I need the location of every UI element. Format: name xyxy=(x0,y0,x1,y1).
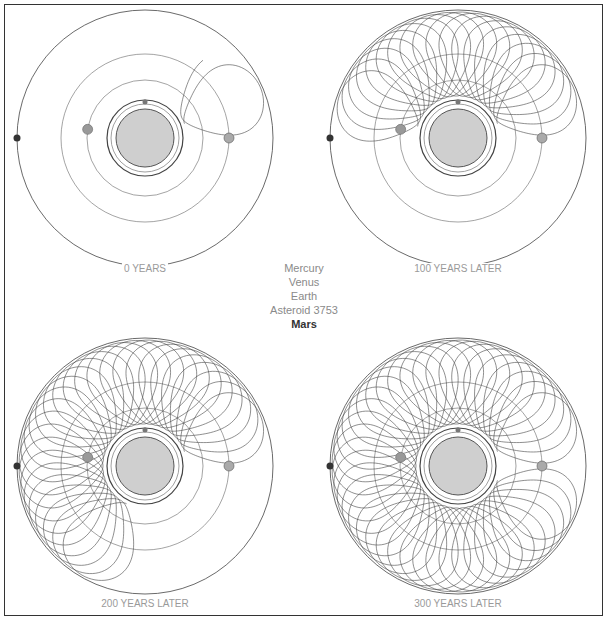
asteroid-path xyxy=(337,12,576,141)
earth-orbit xyxy=(374,382,542,550)
earth-orbit xyxy=(61,382,229,550)
venus-dot xyxy=(83,452,93,462)
mars-dot xyxy=(14,135,21,142)
earth-orbit xyxy=(374,54,542,222)
legend-text: Earth xyxy=(289,290,319,303)
earth-dot xyxy=(537,461,547,471)
sun xyxy=(429,437,487,495)
legend-text: Mercury xyxy=(282,262,326,275)
sun xyxy=(116,109,174,167)
legend-text: Asteroid 3753 xyxy=(268,304,340,317)
mars-orbit xyxy=(330,10,586,266)
earth-orbit xyxy=(61,54,229,222)
venus-dot xyxy=(396,124,406,134)
sun xyxy=(116,437,174,495)
earth-dot xyxy=(224,461,234,471)
asteroid-path xyxy=(181,60,264,135)
asteroid-path xyxy=(332,340,576,592)
orbit-panel xyxy=(327,338,587,594)
mercury-orbit xyxy=(111,104,179,172)
mercury-dot xyxy=(143,100,148,105)
venus-orbit xyxy=(87,408,203,524)
sun xyxy=(429,109,487,167)
panel-caption: 300 YEARS LATER xyxy=(412,598,503,610)
mercury-orbit xyxy=(111,432,179,500)
mars-orbit xyxy=(17,10,273,266)
mars-dot xyxy=(327,463,334,470)
mercury-dot xyxy=(456,100,461,105)
venus-orbit xyxy=(400,80,516,196)
venus-dot xyxy=(396,452,406,462)
orbit-panel xyxy=(327,10,587,266)
venus-dot xyxy=(83,124,93,134)
earth-dot xyxy=(224,133,234,143)
mars-orbit xyxy=(330,338,586,594)
earth-dot xyxy=(537,133,547,143)
mercury-dot xyxy=(456,428,461,433)
mars-dot xyxy=(327,135,334,142)
mercury-orbit xyxy=(424,104,492,172)
mars-dot xyxy=(14,463,21,470)
mercury-orbit xyxy=(107,428,183,504)
mercury-orbit xyxy=(424,432,492,500)
legend-text: Venus xyxy=(287,276,322,289)
venus-orbit xyxy=(400,408,516,524)
legend-text: Mars xyxy=(289,318,319,331)
orbit-panel xyxy=(14,338,274,594)
frame-border xyxy=(5,5,603,616)
panel-caption: 100 YEARS LATER xyxy=(412,263,503,275)
panel-caption: 200 YEARS LATER xyxy=(99,598,190,610)
mercury-dot xyxy=(143,428,148,433)
mars-orbit xyxy=(17,338,273,594)
panel-caption: 0 YEARS xyxy=(122,263,168,275)
asteroid-path xyxy=(19,340,263,580)
orbit-panel xyxy=(14,10,274,266)
venus-orbit xyxy=(87,80,203,196)
mercury-orbit xyxy=(420,428,496,504)
mercury-orbit xyxy=(107,100,183,176)
mercury-orbit xyxy=(420,100,496,176)
orbit-panels xyxy=(14,10,587,594)
